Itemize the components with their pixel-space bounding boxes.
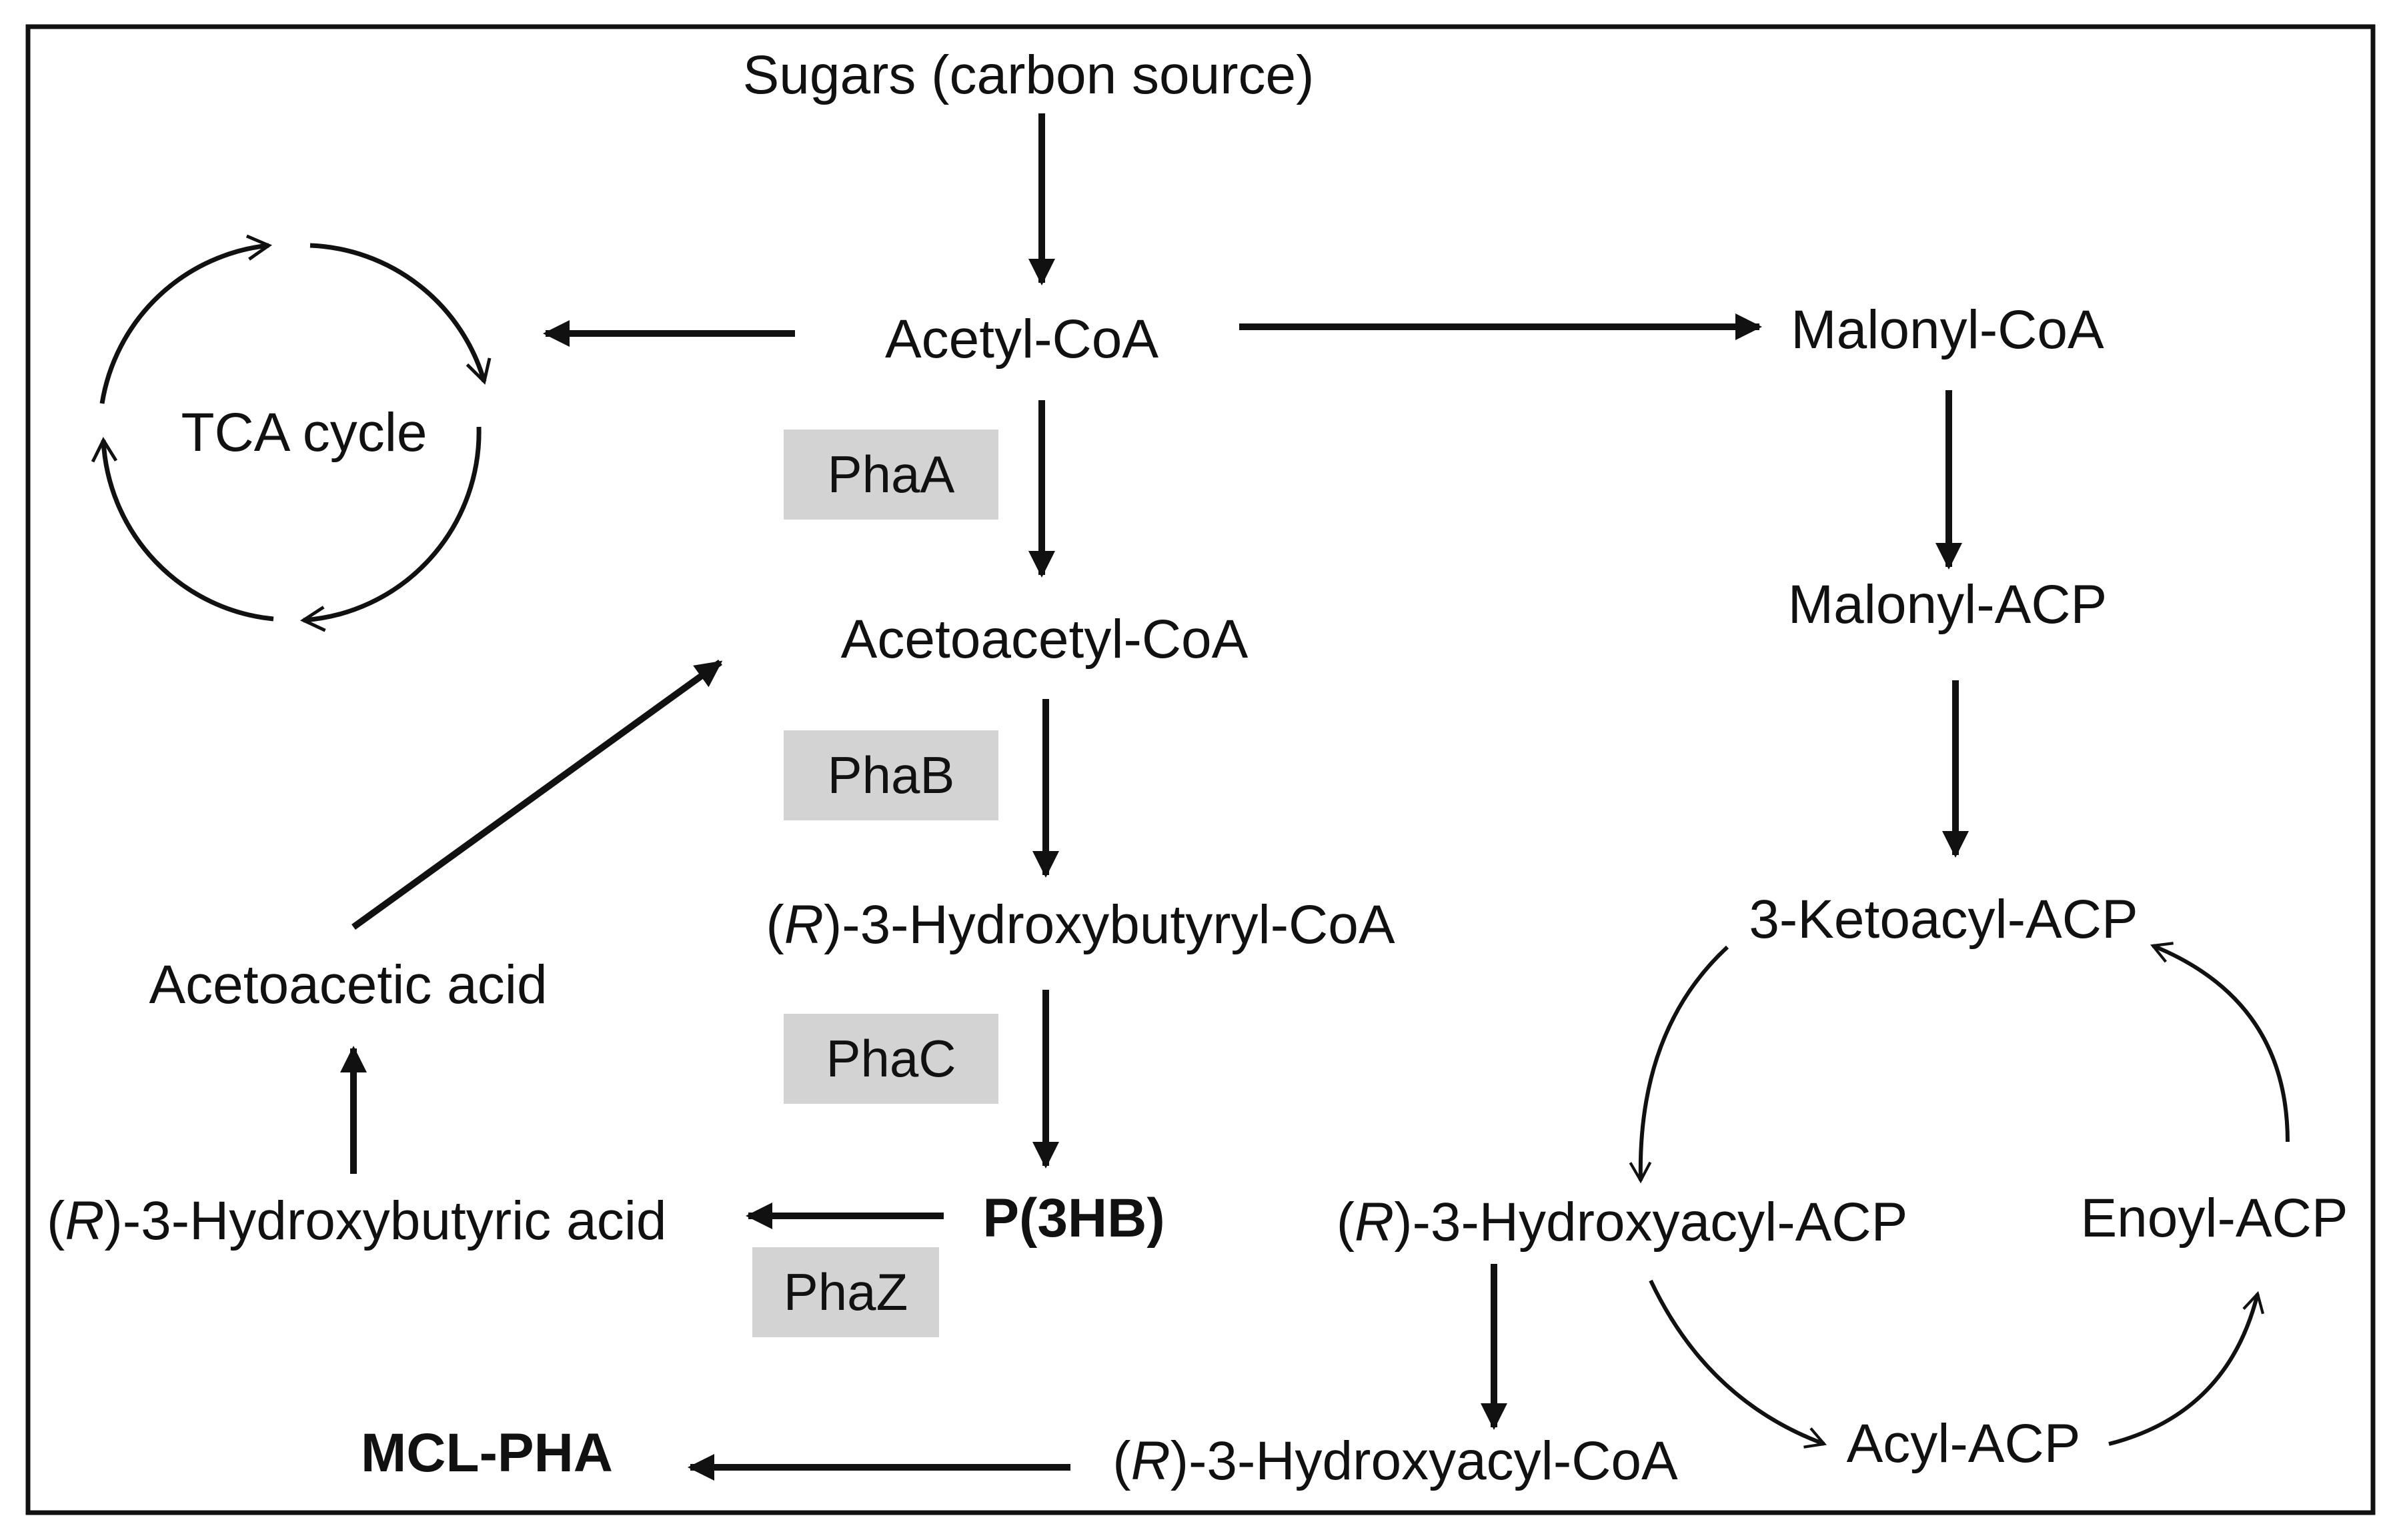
fatty-acid-cycle-arrows xyxy=(1629,942,2290,1449)
tca-arc-bottom-left xyxy=(91,436,274,622)
arrow-ketoacyl-to-hydroxyacylacp xyxy=(1629,945,1729,1184)
enzyme-phaA: PhaA xyxy=(784,430,998,520)
tca-arc-bottom-right xyxy=(299,426,482,632)
diagram-frame xyxy=(25,24,2376,1515)
tca-arc-top-left xyxy=(99,234,273,404)
arrow-enoylacp-to-ketoacyl xyxy=(2150,942,2290,1142)
node-p3hb: P(3HB) xyxy=(982,1188,1165,1249)
node-malonyl-acp: Malonyl-ACP xyxy=(1787,574,2108,635)
node-malonyl-coa: Malonyl-CoA xyxy=(1791,299,2104,360)
node-acetyl-coa: Acetyl-CoA xyxy=(884,309,1159,369)
node-hydroxybutyryl-coa: (R)-3-Hydroxybutyryl-CoA xyxy=(766,894,1395,955)
node-acyl-acp: Acyl-ACP xyxy=(1846,1413,2081,1474)
tca-arc-top-right xyxy=(309,243,492,385)
stereo-prefix: R xyxy=(65,1191,105,1251)
tca-cycle-arrows xyxy=(91,234,492,632)
node-sugars: Sugars (carbon source) xyxy=(742,45,1315,105)
enzyme-phaB: PhaB xyxy=(784,730,998,820)
node-mcl-pha: MCL-PHA xyxy=(360,1423,614,1483)
stereo-prefix: R xyxy=(1355,1192,1395,1253)
pathway-arrows xyxy=(340,113,1969,1481)
arrow-hydroxyacylacp-to-acylacp xyxy=(1649,1279,1827,1449)
arrow-acylacp-to-enoylacp xyxy=(2108,1291,2265,1446)
node-tca-cycle: TCA cycle xyxy=(181,402,428,463)
enzyme-phaZ: PhaZ xyxy=(752,1247,939,1337)
node-hydroxyacyl-coa: (R)-3-Hydroxyacyl-CoA xyxy=(1112,1431,1678,1491)
node-acetoacetic-acid: Acetoacetic acid xyxy=(149,954,548,1015)
node-enoyl-acp: Enoyl-ACP xyxy=(2080,1188,2348,1249)
node-3-ketoacyl-acp: 3-Ketoacyl-ACP xyxy=(1749,889,2138,950)
node-acetoacetyl-coa: Acetoacetyl-CoA xyxy=(840,609,1249,670)
enzyme-phaC: PhaC xyxy=(784,1014,998,1104)
node-hydroxybutyric-acid: (R)-3-Hydroxybutyric acid xyxy=(47,1191,667,1251)
stereo-prefix: R xyxy=(784,894,824,955)
stereo-prefix: R xyxy=(1130,1431,1170,1491)
arrow-acetoacetic-to-acetoacetyl xyxy=(351,659,723,930)
node-hydroxyacyl-acp: (R)-3-Hydroxyacyl-ACP xyxy=(1336,1192,1908,1253)
